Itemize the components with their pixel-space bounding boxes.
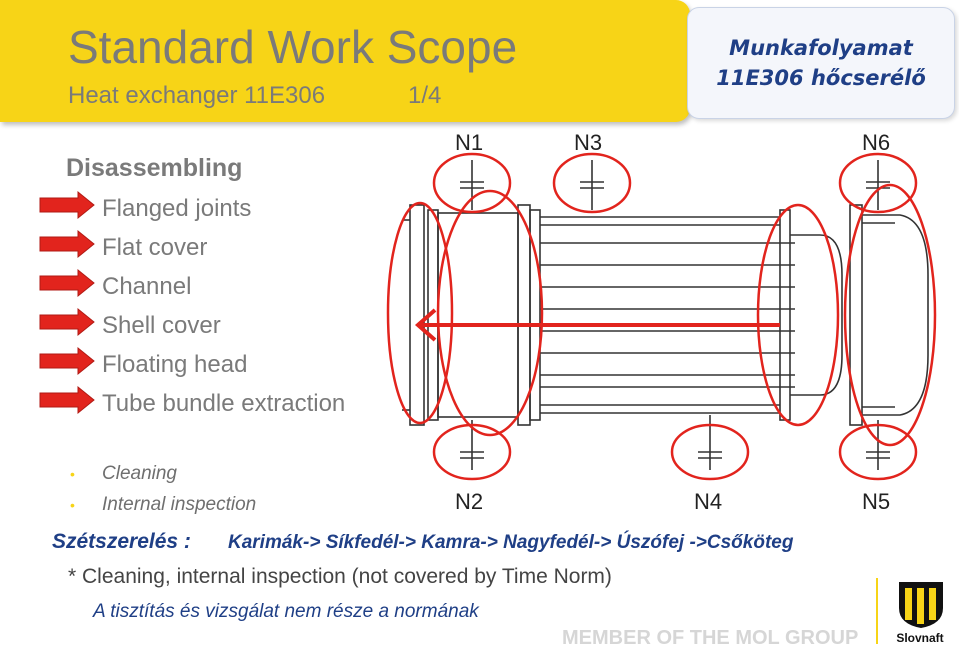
scope-note: * Cleaning, internal inspection (not cov… [68,565,612,588]
hungarian-note: A tisztítás és vizsgálat nem része a nor… [93,601,479,622]
arrow-icon [39,190,95,220]
extraction-arrow-icon [414,308,780,342]
step-shell-cover: Shell cover [102,312,221,339]
nozzle-label-n2: N2 [455,489,484,514]
arrow-icon [39,346,95,376]
arrow-icon [39,229,95,259]
bullet-icon: • [70,466,75,482]
hungarian-sequence-label: Szétszerelés : [52,530,191,553]
bullet-icon: • [70,497,75,513]
arrow-icon [39,385,95,415]
step-arrows [39,190,95,415]
nozzle-label-n1: N1 [455,130,484,155]
hungarian-sequence: Karimák-> Síkfedél-> Kamra-> Nagyfedél->… [228,532,794,553]
hungarian-title-line2: 11E306 hőcserélő [716,66,926,90]
nozzle-label-n3: N3 [574,130,603,155]
page-number: 1/4 [408,82,442,109]
arrow-icon [39,307,95,337]
bullet-internal-inspection: Internal inspection [102,494,257,515]
slovnaft-logo-icon [899,582,943,628]
member-of-mol-group: MEMBER OF THE MOL GROUP [562,627,859,649]
step-channel: Channel [102,273,192,300]
nozzle-label-n5: N5 [862,489,891,514]
step-flat-cover: Flat cover [102,234,208,261]
step-floating-head: Floating head [102,351,248,378]
bullet-cleaning: Cleaning [102,463,177,484]
arrow-icon [39,268,95,298]
heat-exchanger-drawing [386,152,937,481]
nozzle-label-n6: N6 [862,130,891,155]
nozzle-label-n4: N4 [694,489,723,514]
step-flanged-joints: Flanged joints [102,195,252,222]
page-title: Standard Work Scope [68,21,518,73]
title-banner [0,0,690,122]
page-subtitle: Heat exchanger 11E306 [68,82,326,109]
disassembling-heading: Disassembling [66,154,243,182]
slovnaft-logo-text: Slovnaft [896,631,944,645]
hungarian-title-line1: Munkafolyamat [729,36,913,60]
step-tube-bundle-extraction: Tube bundle extraction [102,390,346,417]
hungarian-title-box: Munkafolyamat 11E306 hőcserélő [687,7,955,119]
footer-divider [876,578,878,644]
